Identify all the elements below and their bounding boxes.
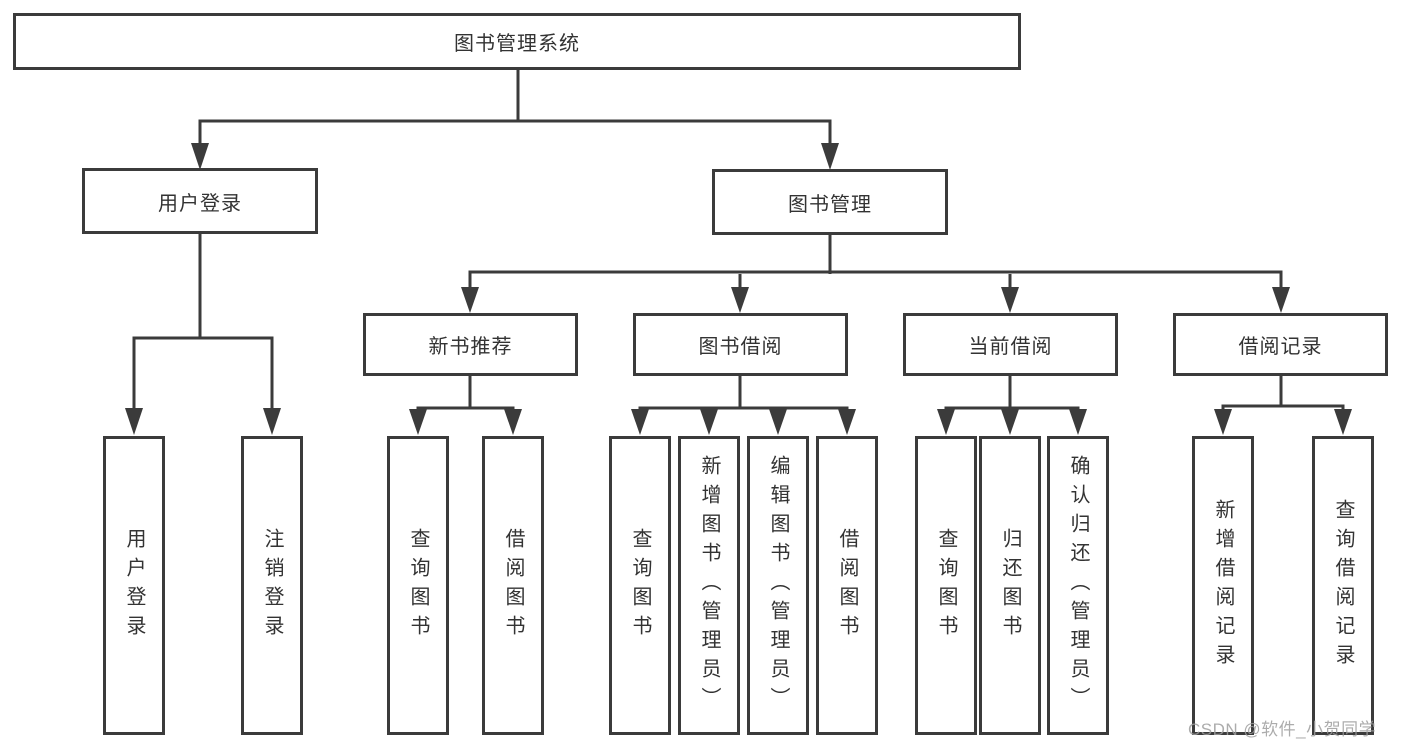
leaf-borrow-query-books: 查询图书 bbox=[609, 436, 671, 735]
arrowhead-current-return bbox=[1001, 409, 1019, 435]
node-new-book-recommend: 新书推荐 bbox=[363, 313, 578, 376]
arrowhead-recommend-borrow bbox=[504, 409, 522, 435]
leaf-borrow-borrow-books: 借阅图书 bbox=[816, 436, 878, 735]
arrowhead-current-query bbox=[937, 409, 955, 435]
arrowhead-borrow-edit bbox=[769, 409, 787, 435]
leaf-user-login-label: 用户登录 bbox=[123, 527, 145, 644]
arrowhead-borrow-query bbox=[631, 409, 649, 435]
leaf-current-query-books: 查询图书 bbox=[915, 436, 977, 735]
arrowhead-current-confirm bbox=[1069, 409, 1087, 435]
leaf-recommend-borrow-books: 借阅图书 bbox=[482, 436, 544, 735]
leaf-edit-book-admin: 编辑图书（管理员） bbox=[747, 436, 809, 735]
arrowhead-leaf-user-login bbox=[125, 408, 143, 435]
node-current-borrow: 当前借阅 bbox=[903, 313, 1118, 376]
leaf-user-login: 用户登录 bbox=[103, 436, 165, 735]
node-library-management-system: 图书管理系统 bbox=[13, 13, 1021, 70]
leaf-edit-book-admin-label: 编辑图书（管理员） bbox=[767, 455, 789, 716]
connector-root-rail bbox=[198, 119, 832, 150]
leaf-confirm-return-admin: 确认归还（管理员） bbox=[1047, 436, 1109, 735]
leaf-borrow-borrow-books-label: 借阅图书 bbox=[836, 527, 858, 644]
leaf-confirm-return-admin-label: 确认归还（管理员） bbox=[1067, 455, 1089, 716]
arrowhead-new-book-recommend bbox=[461, 287, 479, 313]
leaf-recommend-query-books-label: 查询图书 bbox=[407, 527, 429, 644]
leaf-add-borrow-record-label: 新增借阅记录 bbox=[1212, 498, 1234, 673]
arrowhead-book-borrow bbox=[731, 287, 749, 313]
node-user-login: 用户登录 bbox=[82, 168, 318, 234]
connector-book-mgmt-rail bbox=[468, 270, 1283, 291]
arrowhead-records-add bbox=[1214, 409, 1232, 435]
node-book-borrow: 图书借阅 bbox=[633, 313, 848, 376]
arrowhead-recommend-query bbox=[409, 409, 427, 435]
leaf-return-books: 归还图书 bbox=[979, 436, 1041, 735]
leaf-add-book-admin-label: 新增图书（管理员） bbox=[698, 455, 720, 716]
connector-recommend-rail bbox=[416, 406, 515, 414]
arrowhead-records-query bbox=[1334, 409, 1352, 435]
leaf-logout-login-label: 注销登录 bbox=[261, 527, 283, 644]
leaf-query-borrow-record: 查询借阅记录 bbox=[1312, 436, 1374, 735]
leaf-return-books-label: 归还图书 bbox=[999, 527, 1021, 644]
connector-user-login-rail bbox=[132, 336, 274, 413]
csdn-watermark: CSDN @软件_小贺同学 bbox=[1188, 720, 1377, 739]
leaf-logout-login: 注销登录 bbox=[241, 436, 303, 735]
arrowhead-user-login bbox=[191, 143, 209, 170]
arrowhead-book-management bbox=[821, 143, 839, 170]
node-borrow-records: 借阅记录 bbox=[1173, 313, 1388, 376]
arrowhead-borrow-records bbox=[1272, 287, 1290, 313]
leaf-recommend-borrow-books-label: 借阅图书 bbox=[502, 527, 524, 644]
arrowhead-borrow-borrow bbox=[838, 409, 856, 435]
arrowhead-current-borrow bbox=[1001, 287, 1019, 313]
leaf-borrow-query-books-label: 查询图书 bbox=[629, 527, 651, 644]
leaf-recommend-query-books: 查询图书 bbox=[387, 436, 449, 735]
leaf-add-borrow-record: 新增借阅记录 bbox=[1192, 436, 1254, 735]
arrowhead-borrow-add bbox=[700, 409, 718, 435]
leaf-query-borrow-record-label: 查询借阅记录 bbox=[1332, 498, 1354, 673]
leaf-current-query-books-label: 查询图书 bbox=[935, 527, 957, 644]
connector-records-rail bbox=[1221, 404, 1345, 414]
leaf-add-book-admin: 新增图书（管理员） bbox=[678, 436, 740, 735]
arrowhead-leaf-logout bbox=[263, 408, 281, 435]
connector-borrow-rail bbox=[638, 406, 849, 414]
node-book-management: 图书管理 bbox=[712, 169, 948, 235]
